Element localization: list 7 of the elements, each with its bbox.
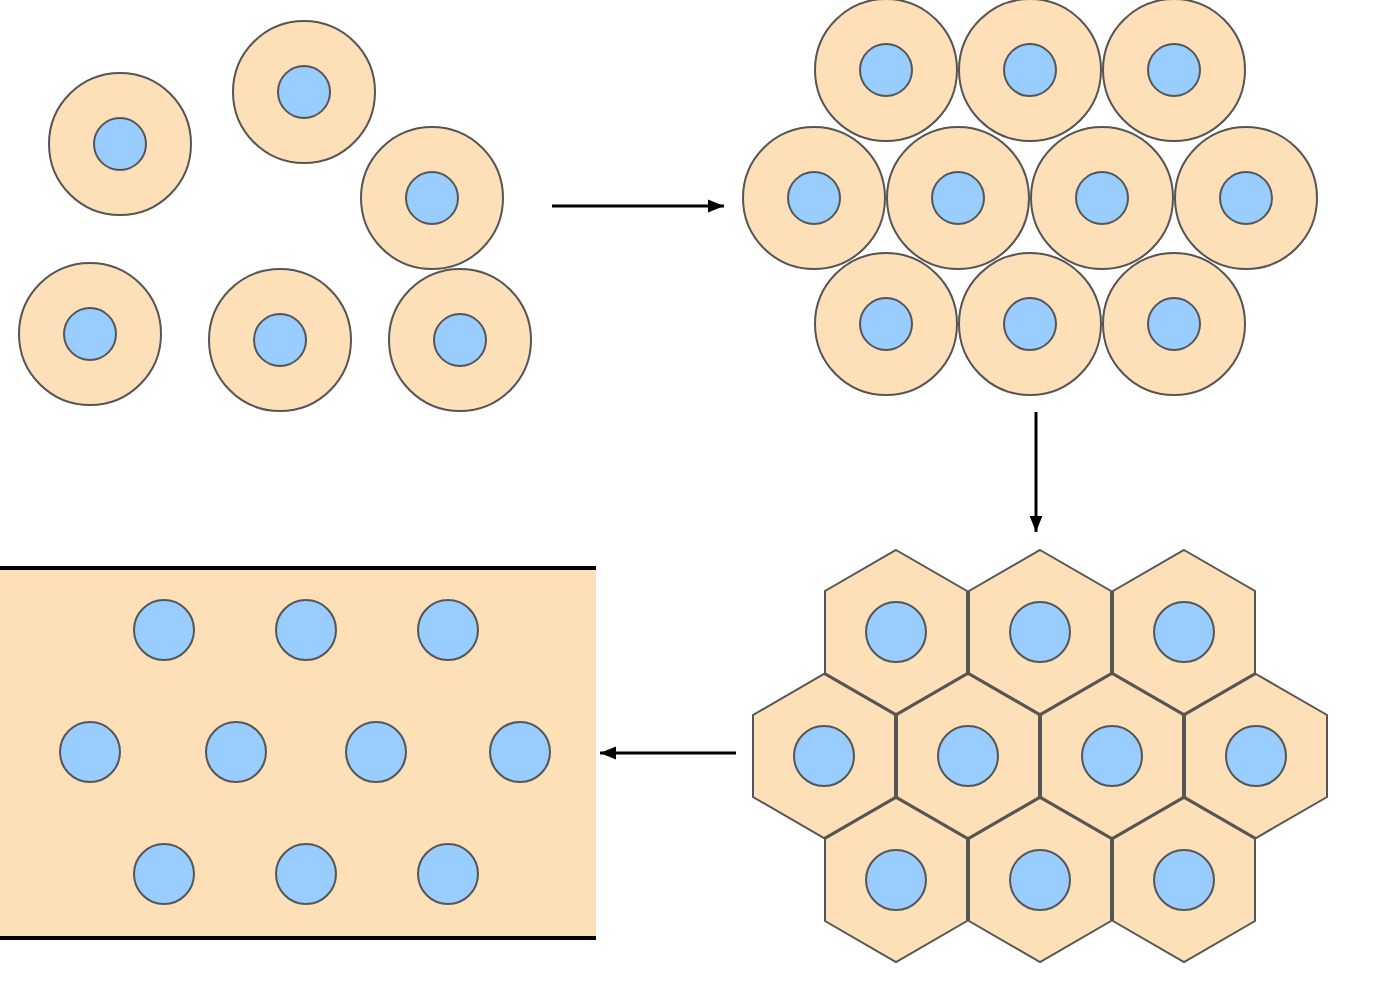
arrow [1029, 412, 1043, 532]
packed-cells-drawing [742, 0, 1318, 396]
arrow [600, 746, 736, 760]
arrow [552, 199, 724, 213]
separate-cells-drawing [18, 20, 532, 412]
fused-tissue-drawing [0, 566, 596, 940]
hexagonal-cells-drawing [752, 548, 1328, 964]
